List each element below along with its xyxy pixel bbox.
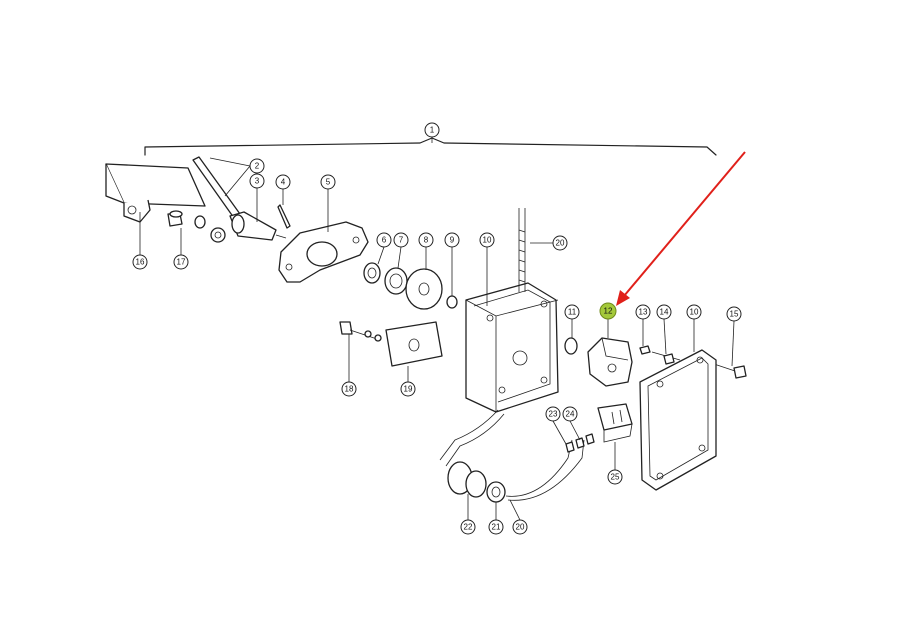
callout-17: 17: [173, 254, 189, 270]
callout-7: 7: [393, 232, 409, 248]
svg-text:20: 20: [516, 523, 525, 532]
svg-text:8: 8: [424, 236, 429, 245]
svg-text:22: 22: [464, 523, 473, 532]
terminal-part: [565, 433, 595, 453]
svg-text:21: 21: [492, 523, 501, 532]
cover-screw-part: [713, 363, 747, 379]
callout-25: 25: [607, 469, 623, 485]
svg-text:11: 11: [568, 308, 577, 317]
callout-1: 1: [424, 122, 440, 138]
bracket-part: [105, 163, 206, 255]
callout-20-top: 20: [552, 235, 568, 251]
callout-24: 24: [562, 406, 578, 422]
callout-21: 21: [488, 519, 504, 535]
callout-19: 19: [400, 381, 416, 397]
callout-14: 14: [656, 304, 672, 320]
svg-text:24: 24: [566, 410, 575, 419]
sensor-part: [587, 337, 633, 387]
svg-text:20: 20: [556, 239, 565, 248]
callout-16: 16: [132, 254, 148, 270]
small-screw-part: [639, 345, 681, 365]
ring-part: [446, 295, 458, 309]
svg-text:10: 10: [690, 308, 699, 317]
svg-text:18: 18: [345, 385, 354, 394]
svg-text:3: 3: [255, 177, 260, 186]
svg-text:4: 4: [281, 178, 286, 187]
connector-part: [597, 403, 633, 443]
callout-8: 8: [418, 232, 434, 248]
callout-3: 3: [249, 173, 265, 189]
svg-text:13: 13: [639, 308, 648, 317]
callout-22: 22: [460, 519, 476, 535]
svg-text:9: 9: [450, 236, 455, 245]
svg-text:2: 2: [255, 162, 260, 171]
svg-text:25: 25: [611, 473, 620, 482]
cable-gland-part: [447, 439, 585, 503]
svg-text:12: 12: [604, 307, 613, 316]
callout-10-cover: 10: [686, 304, 702, 320]
flange-plate-part: [278, 221, 369, 283]
bearing-part: [363, 262, 408, 295]
housing-box-part: [465, 282, 559, 413]
callout-9: 9: [444, 232, 460, 248]
callout-10-box: 10: [479, 232, 495, 248]
callout-6: 6: [376, 232, 392, 248]
callout-4: 4: [275, 174, 291, 190]
rod-part: [192, 156, 287, 241]
svg-text:6: 6: [382, 236, 387, 245]
svg-text:23: 23: [549, 410, 558, 419]
assembly-bracket: [144, 137, 717, 156]
svg-text:5: 5: [326, 178, 331, 187]
svg-text:19: 19: [404, 385, 413, 394]
callout-23: 23: [545, 406, 561, 422]
bolt-part: [339, 321, 382, 342]
highlight-arrow: [616, 151, 746, 306]
cover-plate-part: [639, 349, 717, 491]
screw-part: [167, 210, 226, 255]
pin-part: [277, 204, 291, 229]
seal-part: [564, 337, 578, 355]
svg-text:17: 17: [177, 258, 186, 267]
callout-18: 18: [341, 381, 357, 397]
cable-conduit-part: [439, 208, 526, 467]
leader-lines: [209, 138, 735, 521]
callout-13: 13: [635, 304, 651, 320]
callout-11: 11: [564, 304, 580, 320]
svg-text:1: 1: [430, 126, 435, 135]
svg-text:15: 15: [730, 310, 739, 319]
callout-5: 5: [320, 174, 336, 190]
svg-text:7: 7: [399, 236, 404, 245]
svg-text:14: 14: [660, 308, 669, 317]
gasket-plate-part: [385, 321, 443, 367]
callout-2: 2: [249, 158, 265, 174]
svg-text:10: 10: [483, 236, 492, 245]
callout-20-bottom: 20: [512, 519, 528, 535]
svg-text:16: 16: [136, 258, 145, 267]
washer-part: [405, 268, 443, 310]
callout-12: 12: [599, 302, 617, 320]
callout-15: 15: [726, 306, 742, 322]
